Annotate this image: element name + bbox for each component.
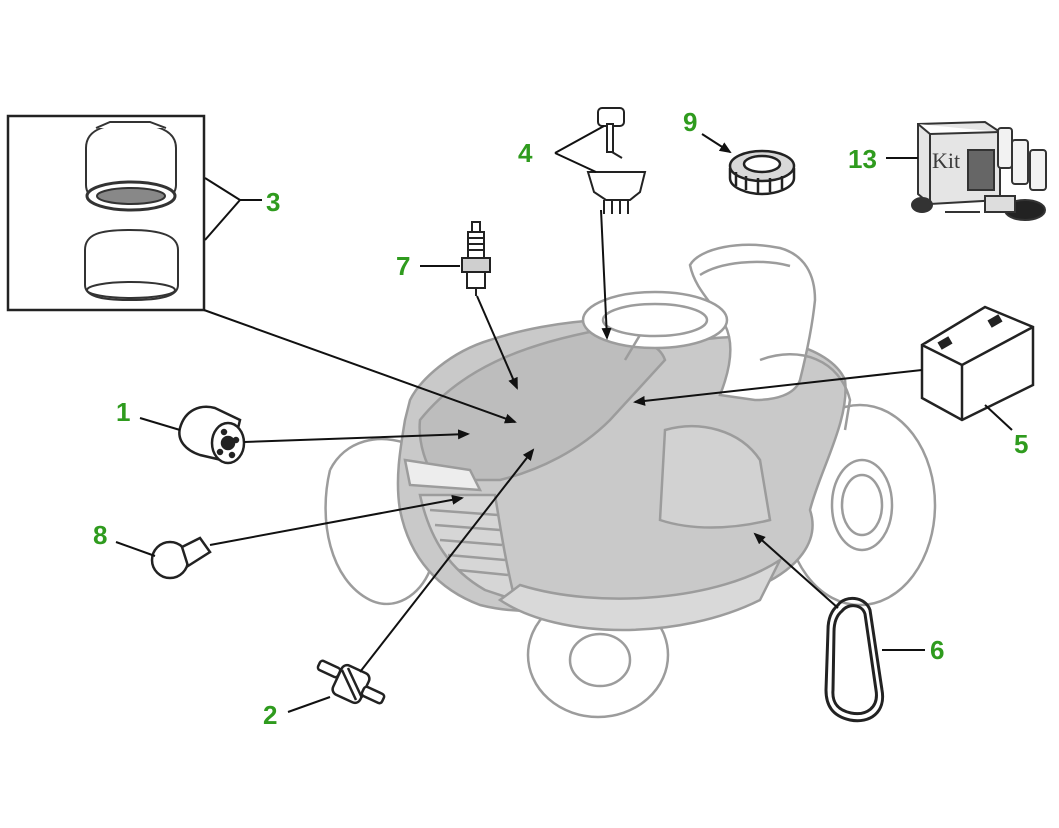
- kit-box-text: Kit: [932, 148, 960, 173]
- callout-3: 3: [266, 187, 281, 217]
- callout-1: 1: [116, 397, 131, 427]
- leader-9: [701, 133, 732, 154]
- riding-tractor-illustration: [324, 243, 937, 719]
- leader-5: [633, 369, 923, 406]
- leader-2: [359, 448, 535, 673]
- callout-5: 5: [1014, 429, 1029, 459]
- spark-plug-illustration: [461, 221, 491, 296]
- callout-9: 9: [683, 107, 698, 137]
- leader-lines: [115, 125, 1013, 713]
- leader-8: [209, 494, 464, 546]
- battery-illustration: [920, 305, 1035, 422]
- leader-3: [203, 309, 517, 424]
- callout-6: 6: [930, 635, 945, 665]
- callout-4: 4: [518, 138, 533, 168]
- oil-filter-illustration: [178, 405, 246, 465]
- callout-2: 2: [263, 700, 278, 730]
- leader-1: [243, 429, 470, 443]
- fuel-cap-illustration: [728, 149, 796, 196]
- drive-belt-illustration: [824, 596, 885, 723]
- leader-4: [600, 209, 612, 340]
- fuel-filter-illustration: [316, 659, 386, 705]
- callout-8: 8: [93, 520, 108, 550]
- ignition-key-illustration: [597, 107, 625, 159]
- callout-13: 13: [848, 144, 877, 174]
- maintenance-kit-illustration: [911, 120, 1047, 221]
- headlight-bulb-illustration: [150, 536, 212, 580]
- steering-wheel: [581, 290, 729, 350]
- callout-7: 7: [396, 251, 411, 281]
- leader-7: [476, 295, 518, 390]
- rear-left-wheel: [324, 469, 432, 606]
- air-filter-illustration: [84, 121, 179, 302]
- ignition-switch-illustration: [586, 171, 647, 214]
- leader-6: [753, 532, 839, 609]
